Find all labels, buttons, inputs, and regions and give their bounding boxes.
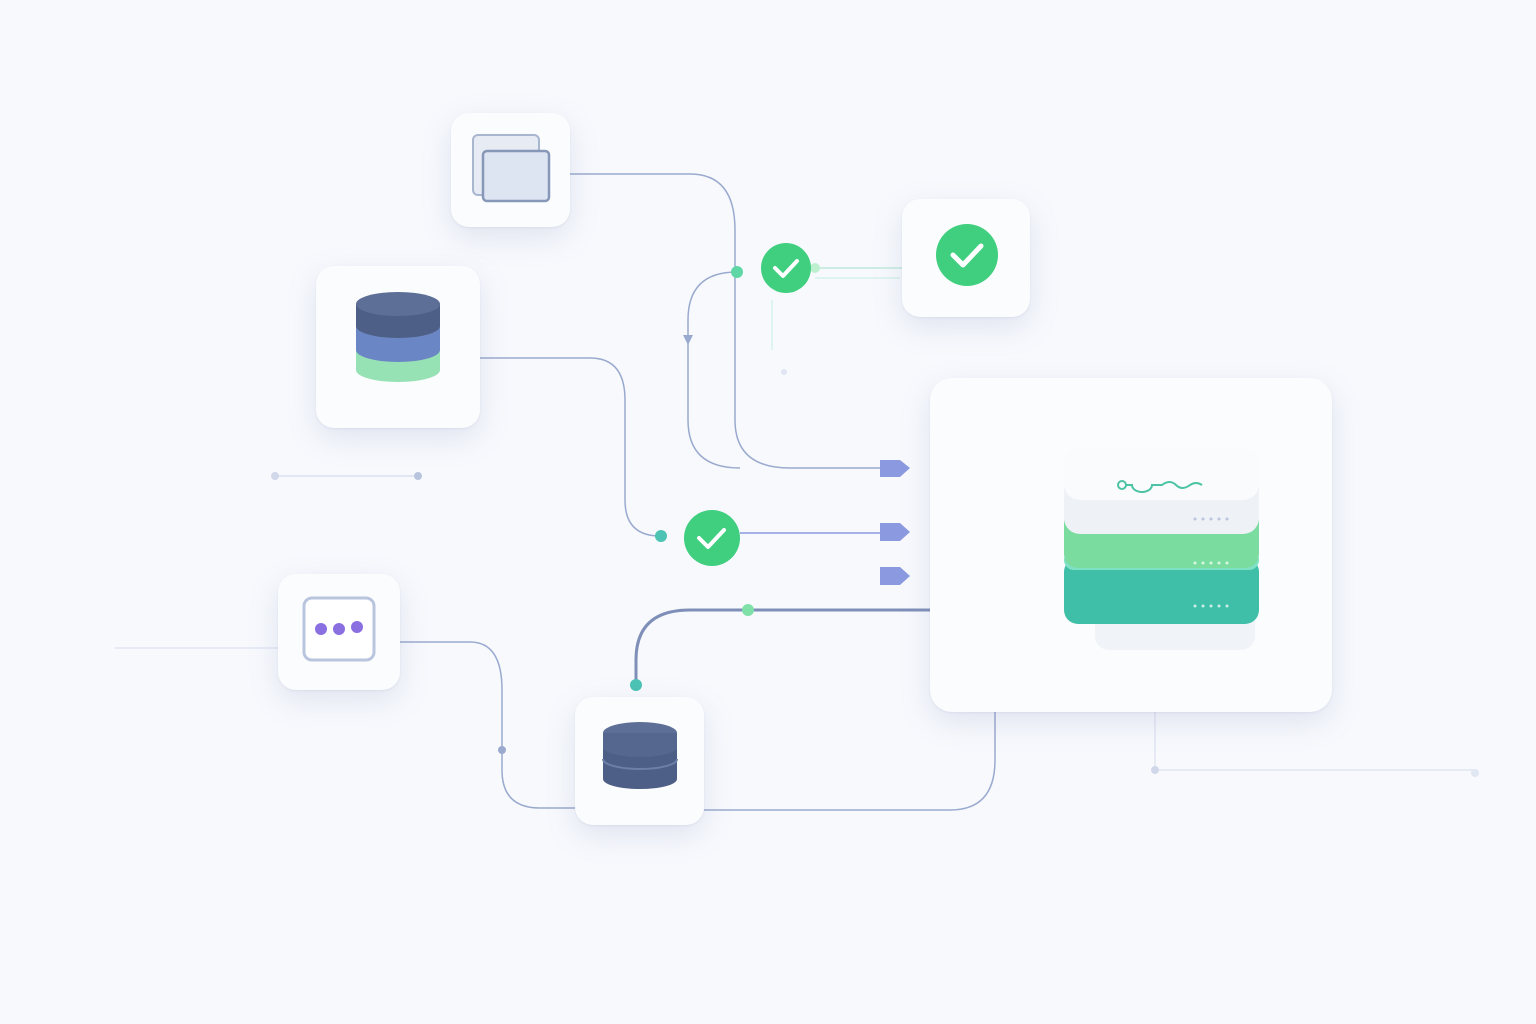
database-large-card[interactable] <box>316 266 480 428</box>
chat-card[interactable] <box>278 574 400 690</box>
connector-chat <box>400 641 575 809</box>
tag-icon <box>880 523 910 541</box>
connector-db-large <box>480 357 661 537</box>
server-panel[interactable] <box>930 378 1332 712</box>
folder-stack-icon <box>472 134 551 203</box>
database-icon <box>356 292 440 382</box>
folders-card[interactable] <box>451 113 570 227</box>
checkpoint-1 <box>761 243 811 293</box>
chat-dots-icon <box>302 596 376 662</box>
arrow-tags <box>880 460 910 585</box>
server-stack-icon <box>1064 448 1259 650</box>
check-circle-icon <box>936 224 998 286</box>
checkpoint-2 <box>684 510 740 566</box>
database-icon <box>602 722 678 789</box>
tag-icon <box>880 567 910 585</box>
tag-icon <box>880 460 910 477</box>
database-small-card[interactable] <box>575 697 704 825</box>
connector-folders <box>570 173 880 469</box>
check-card[interactable] <box>902 199 1030 317</box>
connector-db-small <box>634 608 930 685</box>
connector-loop <box>687 271 741 469</box>
